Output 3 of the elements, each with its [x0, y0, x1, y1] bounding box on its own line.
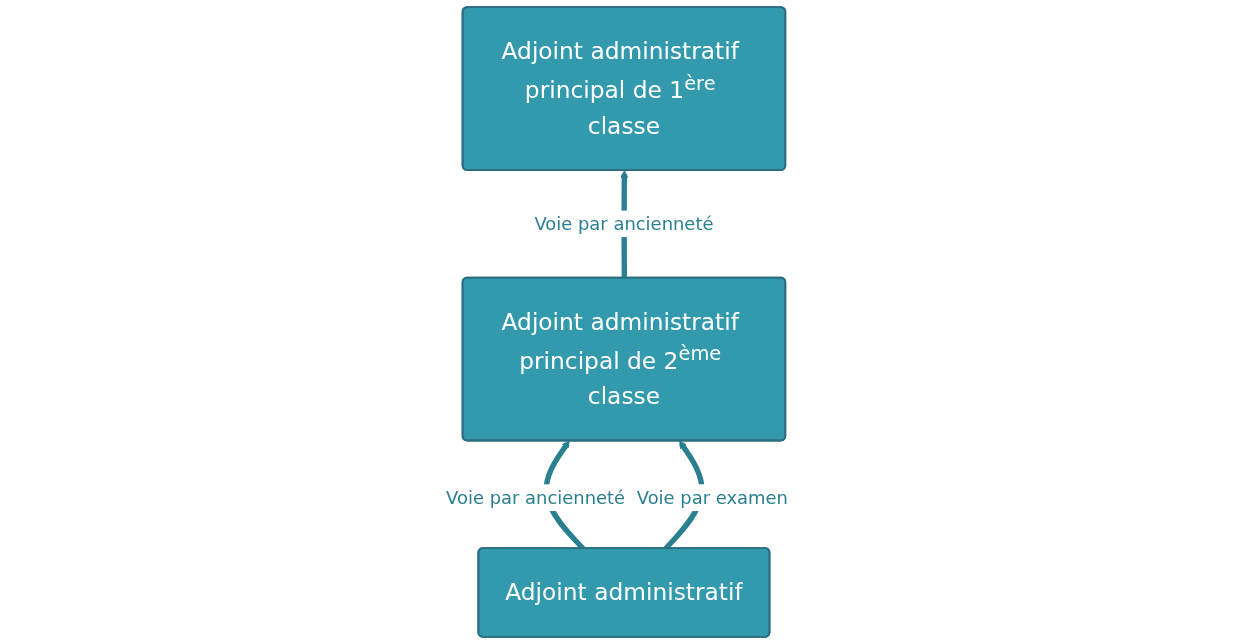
edge-label: Voie par examen	[636, 486, 788, 509]
edge-label: Voie par ancienneté	[446, 486, 626, 509]
edge-label: Voie par ancienneté	[534, 213, 714, 235]
